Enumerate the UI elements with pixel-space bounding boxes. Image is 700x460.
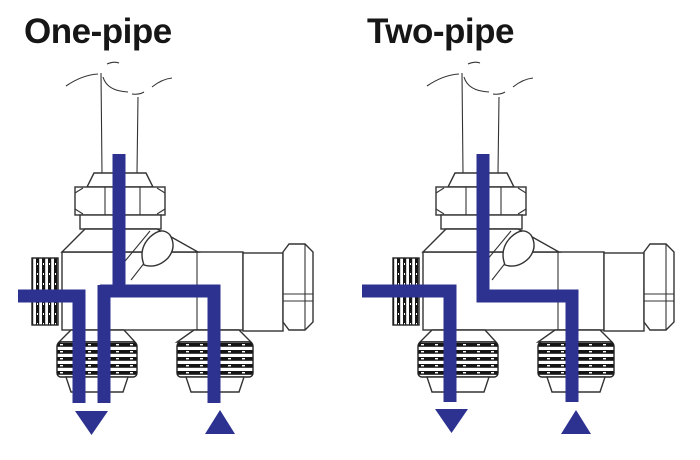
- one-pipe-flow: [18, 154, 235, 435]
- one-pipe-loop-line: [18, 289, 86, 403]
- two-pipe-supply-line: [476, 154, 579, 402]
- flow-up-arrow-icon: [205, 410, 235, 434]
- flow-up-arrow-icon: [561, 410, 591, 434]
- flow-down-arrow-icon: [435, 409, 468, 433]
- two-pipe-flow: [362, 154, 591, 434]
- two-pipe-return-line: [362, 284, 457, 402]
- one-pipe-title: One-pipe: [24, 12, 172, 51]
- flow-down-arrow-icon: [75, 411, 108, 435]
- one-pipe-cross-line: [100, 284, 221, 403]
- two-pipe-title: Two-pipe: [367, 12, 515, 51]
- two-pipe-valve: [392, 61, 675, 393]
